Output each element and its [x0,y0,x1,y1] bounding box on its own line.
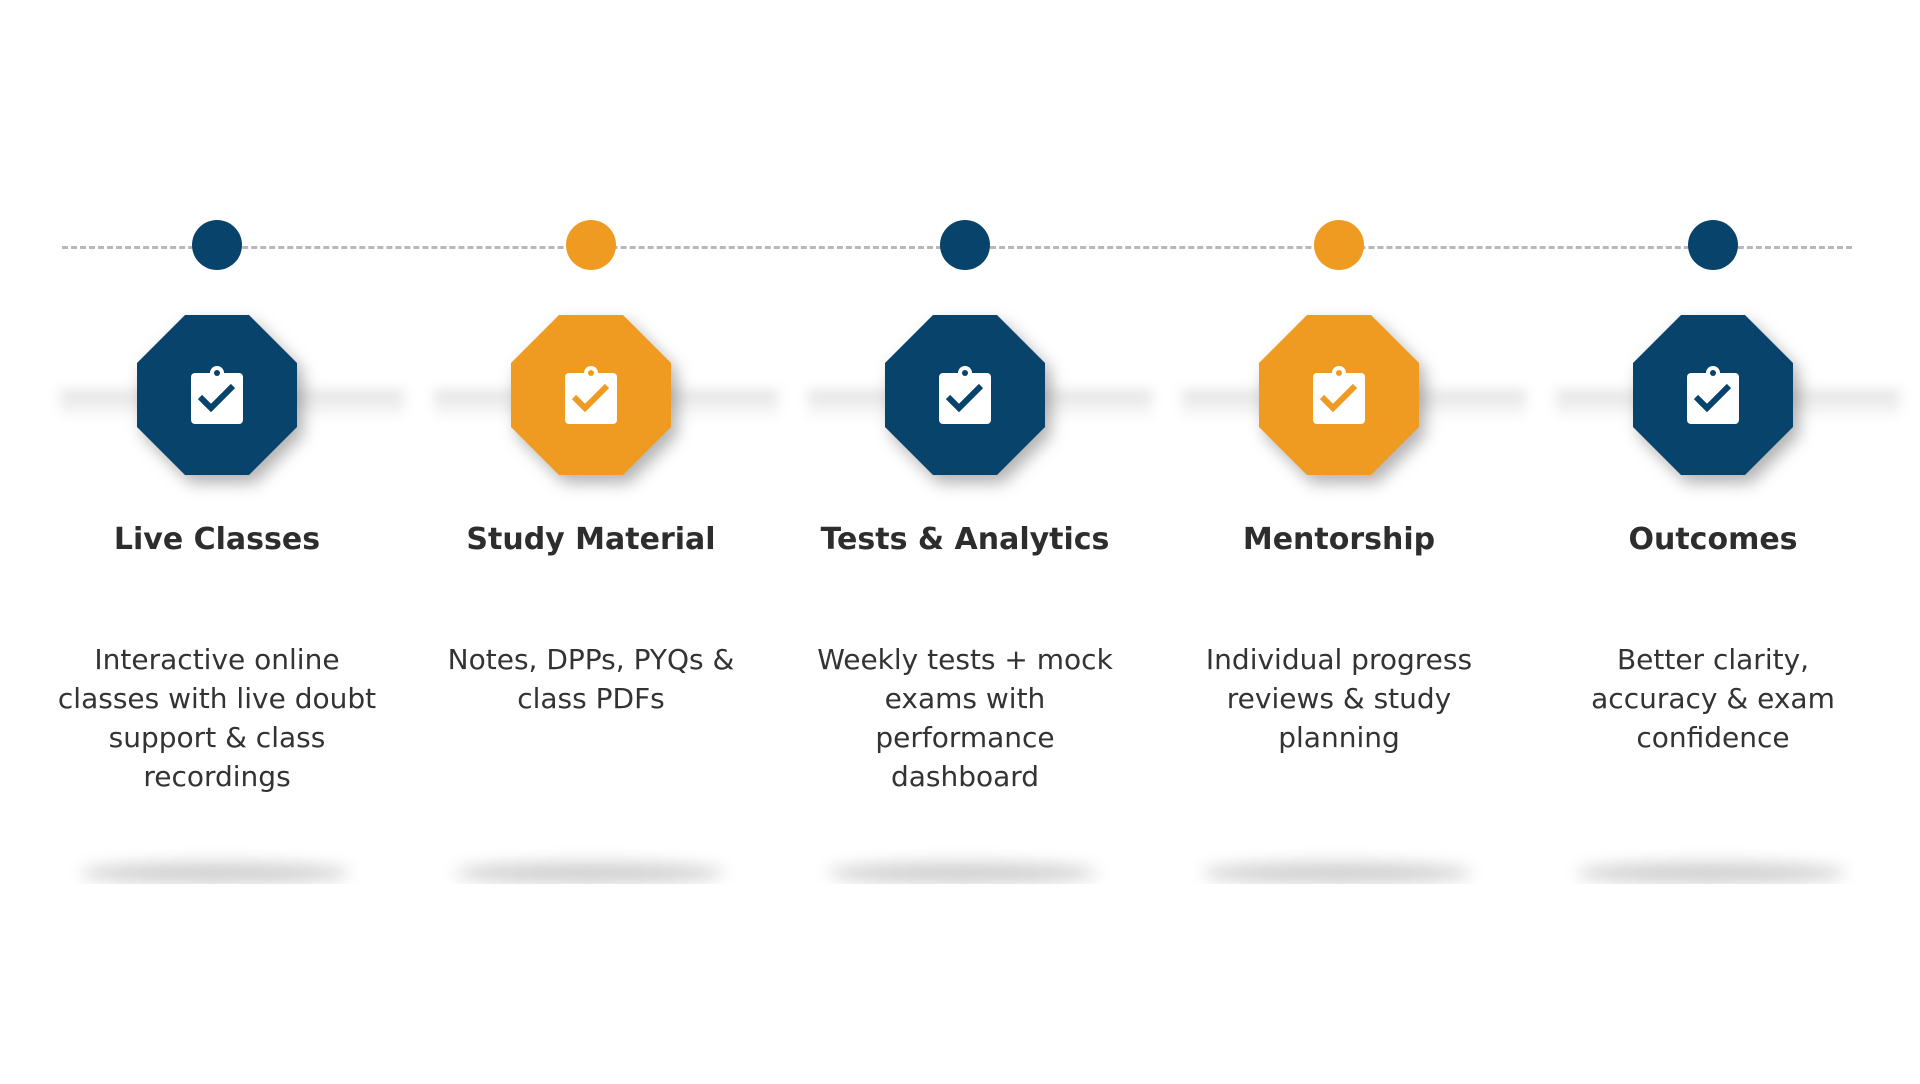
step-description: Interactive online classes with live dou… [57,643,377,793]
clipboard-check-icon [191,366,243,424]
bottom-shadow [1202,862,1472,884]
timeline-step: Study Material Notes, DPPs, PYQs & class… [404,0,778,1080]
clipboard-check-icon [1687,366,1739,424]
bottom-shadow [80,862,350,884]
octagon-badge [137,315,297,475]
clipboard-check-icon [565,366,617,424]
clipboard-check-icon [1313,366,1365,424]
step-title: Study Material [466,522,716,557]
bottom-shadow [828,862,1098,884]
timeline-dot [1688,220,1738,270]
timeline-dot [1314,220,1364,270]
octagon-badge [511,315,671,475]
clipboard-check-icon [939,366,991,424]
background [0,884,1920,1084]
timeline-dot [192,220,242,270]
timeline-step: Tests & Analytics Weekly tests + mock ex… [778,0,1152,1080]
octagon-badge [1259,315,1419,475]
step-description: Weekly tests + mock exams with performan… [817,643,1113,793]
step-description: Better clarity, accuracy & exam confiden… [1591,643,1835,754]
step-title: Mentorship [1242,522,1436,557]
timeline-step: Mentorship Individual progress reviews &… [1152,0,1526,1080]
bottom-shadow [454,862,724,884]
step-title: Tests & Analytics [820,522,1110,557]
timeline-dot [940,220,990,270]
octagon-badge [885,315,1045,475]
step-description: Notes, DPPs, PYQs & class PDFs [447,643,735,715]
step-title: Outcomes [1628,522,1798,557]
bottom-shadow [1576,862,1846,884]
timeline-step: Live Classes Interactive online classes … [30,0,404,1080]
step-title: Live Classes [113,522,321,557]
step-description: Individual progress reviews & study plan… [1205,643,1473,754]
timeline-step: Outcomes Better clarity, accuracy & exam… [1526,0,1900,1080]
timeline-dot [566,220,616,270]
octagon-badge [1633,315,1793,475]
